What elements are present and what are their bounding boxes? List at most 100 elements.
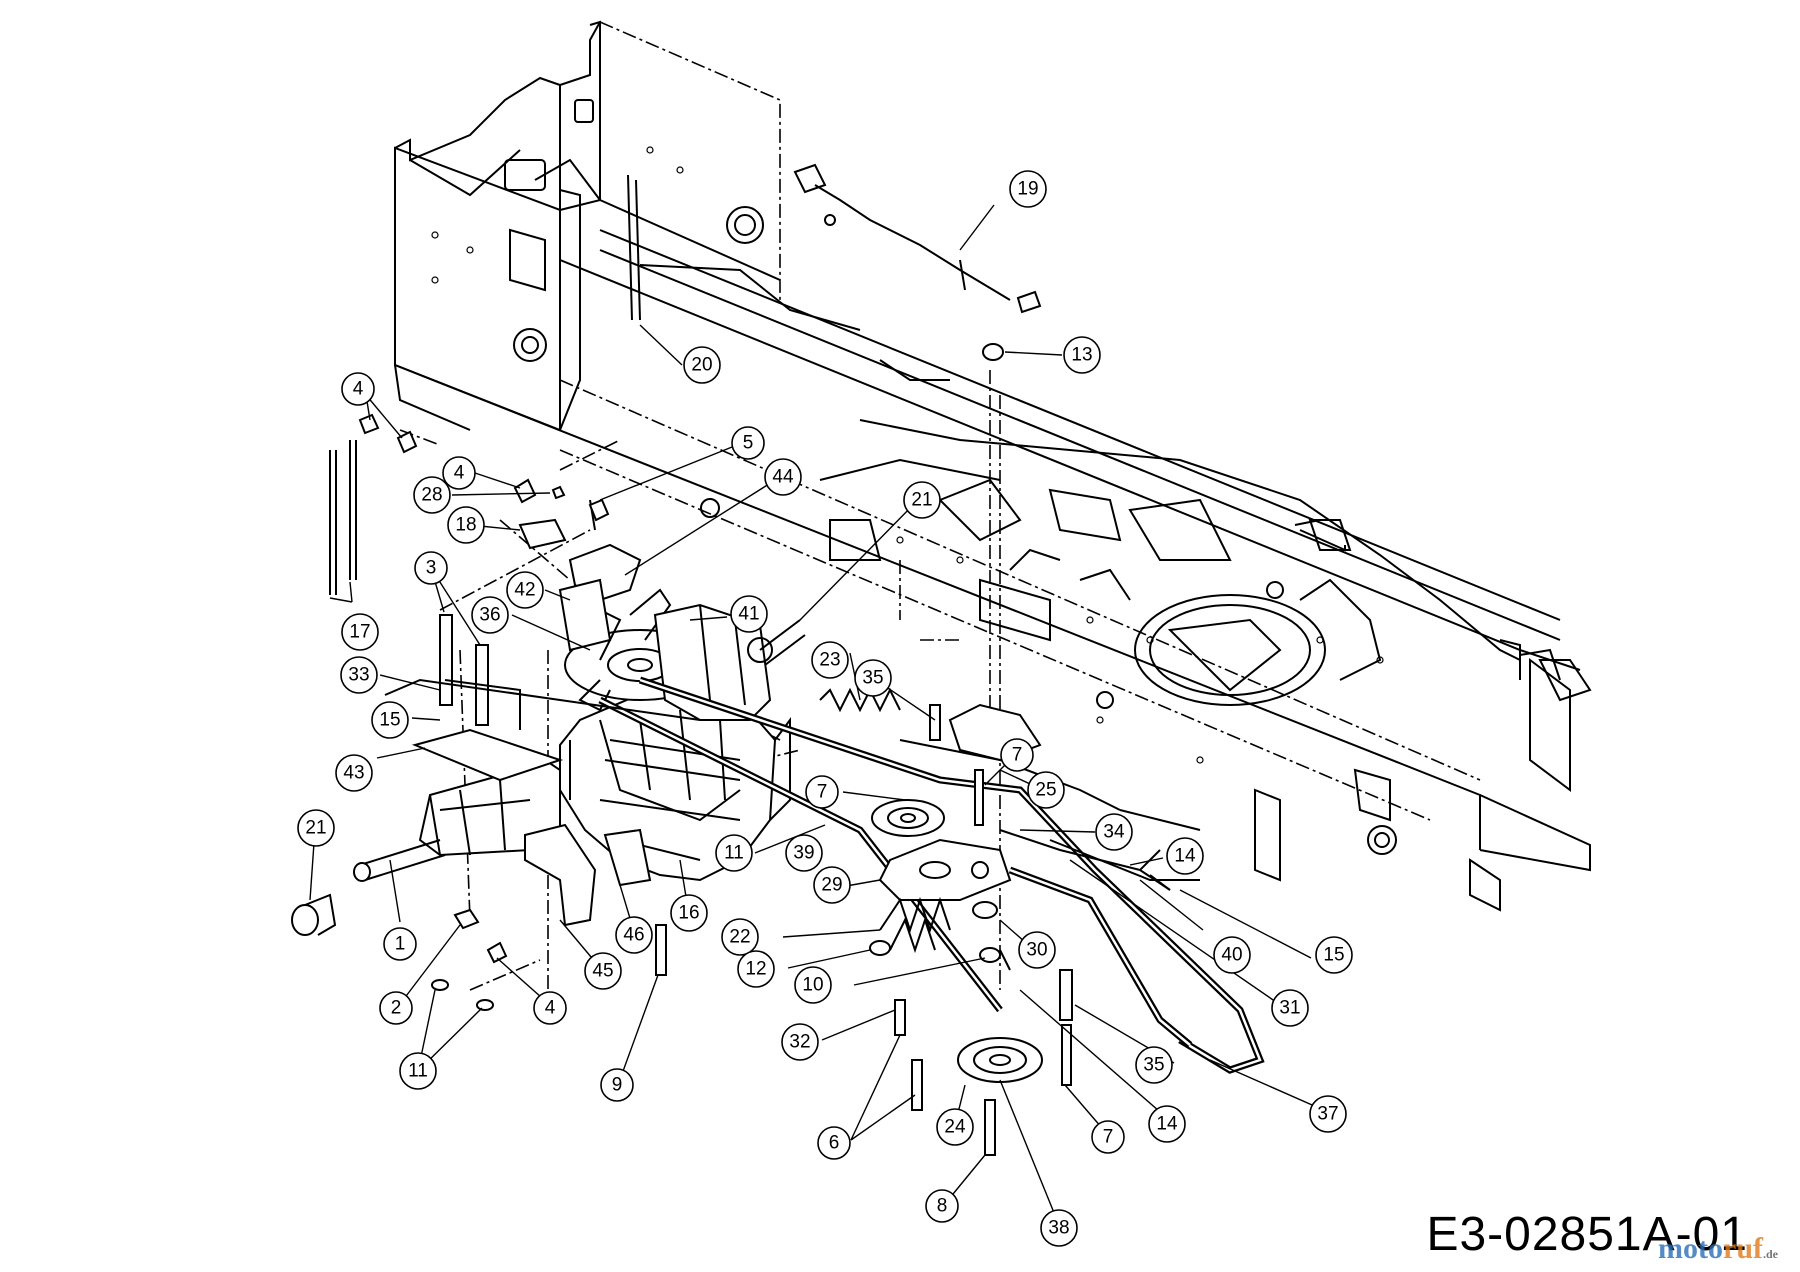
- callout-label: 40: [1221, 945, 1242, 966]
- watermark-part: moto: [1658, 1232, 1723, 1265]
- callout-39: 39: [785, 834, 823, 872]
- drawing-code: E3-02851A-01: [1426, 1208, 1748, 1261]
- chassis-frame: [394, 20, 1592, 912]
- callout-label: 25: [1035, 780, 1056, 801]
- callout-40: 40: [1213, 936, 1251, 974]
- callout-label: 1: [395, 934, 406, 955]
- callout-label: 41: [738, 604, 759, 625]
- callout-1: 1: [383, 927, 417, 961]
- callout-label: 11: [408, 1061, 428, 1082]
- callout-label: 32: [789, 1032, 810, 1053]
- callout-3: 3: [414, 551, 448, 585]
- callout-label: 28: [421, 485, 442, 506]
- callout-label: 44: [772, 467, 794, 488]
- callout-label: 6: [829, 1133, 840, 1154]
- callout-label: 33: [348, 665, 369, 686]
- idler-assembly: [819, 687, 1201, 1083]
- callout-32: 32: [781, 1023, 819, 1061]
- callout-35: 35: [854, 659, 892, 697]
- callout-12: 12: [737, 950, 775, 988]
- callout-36: 36: [471, 596, 509, 634]
- callout-21: 21: [297, 809, 335, 847]
- callout-9: 9: [600, 1068, 634, 1102]
- callout-label: 36: [479, 605, 500, 626]
- drive-belts: [598, 676, 1265, 1074]
- callout-label: 13: [1071, 345, 1092, 366]
- callout-19: 19: [1009, 170, 1047, 208]
- callout-2: 2: [379, 991, 413, 1025]
- callout-41: 41: [730, 595, 768, 633]
- callout-label: 24: [944, 1117, 966, 1138]
- callout-11: 11: [715, 834, 753, 872]
- callout-label: 46: [623, 925, 644, 946]
- callout-42: 42: [506, 571, 544, 609]
- callout-label: 34: [1103, 822, 1125, 843]
- callout-label: 15: [1323, 945, 1344, 966]
- callout-label: 37: [1317, 1104, 1338, 1125]
- callout-label: 2: [391, 998, 402, 1019]
- callout-label: 12: [745, 959, 766, 980]
- callout-43: 43: [335, 754, 373, 792]
- callout-7: 7: [1091, 1120, 1125, 1154]
- callout-38: 38: [1040, 1209, 1078, 1247]
- callout-label: 14: [1174, 846, 1196, 867]
- callout-33: 33: [340, 656, 378, 694]
- callout-label: 43: [343, 763, 364, 784]
- callout-17: 17: [341, 613, 379, 651]
- callout-label: 4: [353, 379, 364, 400]
- callout-label: 5: [743, 433, 754, 454]
- watermark-part: .de: [1763, 1247, 1778, 1261]
- callout-4: 4: [341, 372, 375, 406]
- callout-label: 29: [821, 875, 842, 896]
- callout-label: 23: [819, 650, 840, 671]
- callout-label: 38: [1048, 1218, 1069, 1239]
- callout-10: 10: [794, 966, 832, 1004]
- callout-label: 14: [1156, 1114, 1178, 1135]
- callout-4: 4: [442, 456, 476, 490]
- callout-21: 21: [903, 481, 941, 519]
- callout-25: 25: [1027, 771, 1065, 809]
- callout-6: 6: [817, 1126, 851, 1160]
- callout-label: 17: [349, 622, 370, 643]
- callout-label: 7: [1103, 1127, 1114, 1148]
- leader-lines: [309, 204, 1329, 1226]
- callout-44: 44: [764, 458, 802, 496]
- callout-label: 7: [1012, 745, 1023, 766]
- callout-30: 30: [1018, 931, 1056, 969]
- callout-11: 11: [399, 1052, 437, 1090]
- callout-label: 9: [612, 1075, 623, 1096]
- callout-45: 45: [584, 952, 622, 990]
- callout-14: 14: [1166, 837, 1204, 875]
- callout-16: 16: [670, 894, 708, 932]
- callout-15: 15: [1315, 936, 1353, 974]
- callout-label: 45: [592, 961, 613, 982]
- callout-label: 21: [911, 490, 932, 511]
- callout-46: 46: [615, 916, 653, 954]
- callout-29: 29: [813, 866, 851, 904]
- callout-24: 24: [936, 1108, 974, 1146]
- callout-label: 35: [862, 668, 883, 689]
- callout-label: 11: [724, 843, 744, 864]
- callout-15: 15: [371, 701, 409, 739]
- callout-label: 10: [802, 975, 823, 996]
- callout-label: 3: [426, 558, 437, 579]
- callout-label: 21: [305, 818, 326, 839]
- hardware: [291, 163, 1171, 1156]
- callout-7: 7: [1000, 738, 1034, 772]
- callout-label: 8: [937, 1196, 948, 1217]
- callout-14: 14: [1148, 1105, 1186, 1143]
- callout-20: 20: [683, 346, 721, 384]
- callout-label: 31: [1279, 998, 1300, 1019]
- callout-label: 22: [729, 927, 750, 948]
- callout-34: 34: [1095, 813, 1133, 851]
- callout-37: 37: [1309, 1095, 1347, 1133]
- callout-label: 7: [817, 782, 828, 803]
- callout-label: 18: [455, 515, 476, 536]
- callout-label: 4: [545, 998, 556, 1019]
- callout-22: 22: [721, 918, 759, 956]
- callout-label: 19: [1017, 179, 1038, 200]
- watermark-part: ruf: [1723, 1232, 1763, 1265]
- callout-label: 30: [1026, 940, 1047, 961]
- callout-13: 13: [1063, 336, 1101, 374]
